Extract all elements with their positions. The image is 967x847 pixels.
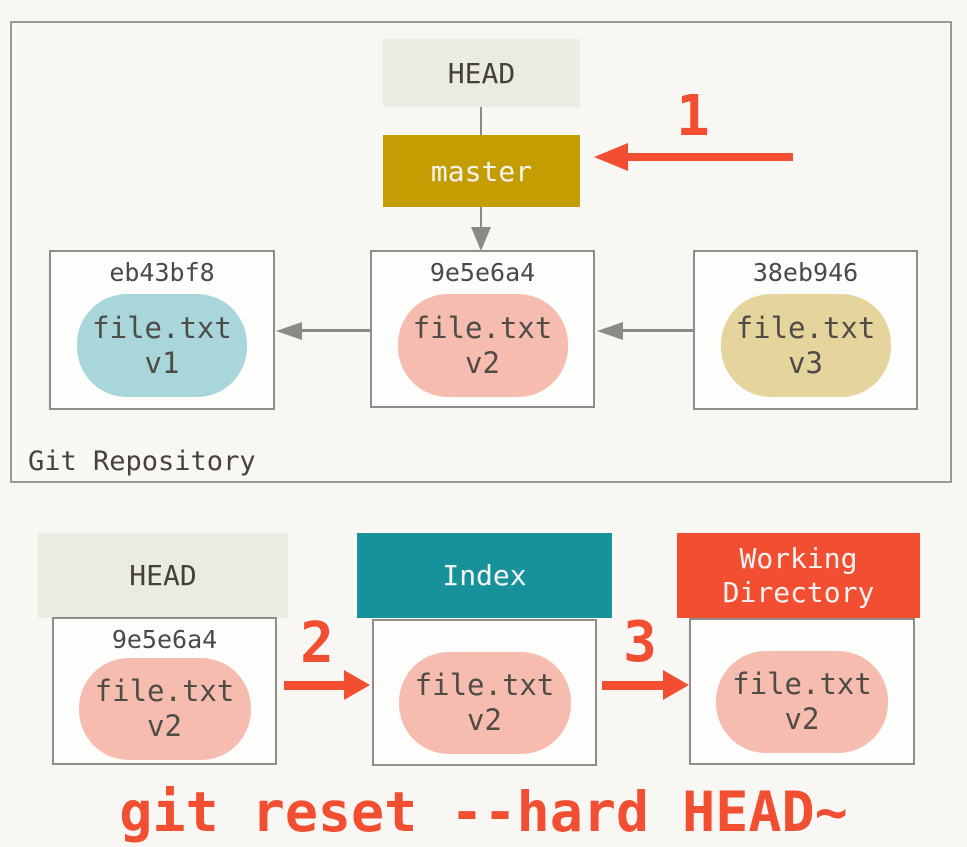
step-1-arrow-shaft — [628, 153, 793, 161]
master-to-commit-arrowhead-icon — [471, 227, 491, 251]
file-version: v1 — [144, 345, 180, 380]
step-2-number: 2 — [300, 611, 334, 676]
file-version: v2 — [147, 709, 182, 743]
master-to-commit-line — [480, 207, 482, 233]
head-commit-hash: 9e5e6a4 — [111, 625, 218, 654]
git-repository-box — [10, 21, 952, 483]
head-column-box: 9e5e6a4 file.txt v2 — [52, 617, 277, 765]
step-3-number: 3 — [623, 610, 657, 675]
file-name: file.txt — [92, 310, 232, 345]
file-version: v2 — [465, 345, 500, 380]
step-2-arrowhead-icon — [344, 670, 370, 700]
commit-hash: 38eb946 — [752, 258, 859, 287]
commit-parent-arrowhead-icon — [597, 322, 623, 340]
file-snapshot-v2: file.txt v2 — [397, 294, 568, 397]
working-directory-file-snapshot: file.txt v2 — [716, 651, 888, 753]
head-pointer-label: HEAD — [447, 56, 516, 90]
commit-hash: 9e5e6a4 — [429, 258, 536, 287]
file-snapshot-v3: file.txt v3 — [720, 294, 891, 397]
file-name: file.txt — [732, 667, 872, 701]
master-branch-label: master — [430, 154, 533, 188]
commit-eb43bf8-box: eb43bf8 file.txt v1 — [49, 250, 275, 410]
command-caption: git reset --hard HEAD~ — [119, 780, 848, 844]
head-column-header: HEAD — [38, 533, 288, 618]
index-file-snapshot: file.txt v2 — [398, 652, 571, 754]
step-3-arrowhead-icon — [663, 670, 689, 700]
index-column-label: Index — [442, 558, 527, 592]
file-version: v3 — [788, 345, 823, 380]
commit-parent-line — [300, 329, 370, 332]
file-version: v2 — [784, 702, 820, 736]
head-file-snapshot: file.txt v2 — [78, 658, 251, 760]
step-1-arrowhead-icon — [594, 143, 628, 171]
step-3-arrow-shaft — [602, 681, 664, 690]
git-repository-label: Git Repository — [28, 446, 256, 477]
file-snapshot-v1: file.txt v1 — [77, 294, 247, 397]
working-directory-column-box: file.txt v2 — [689, 618, 915, 765]
commit-9e5e6a4-box: 9e5e6a4 file.txt v2 — [370, 250, 595, 408]
commit-hash: eb43bf8 — [109, 258, 215, 287]
step-2-arrow-shaft — [284, 681, 345, 690]
master-branch-box: master — [383, 135, 580, 207]
head-pointer-box: HEAD — [383, 39, 580, 107]
index-column-box: file.txt v2 — [372, 619, 597, 766]
commit-38eb946-box: 38eb946 file.txt v3 — [693, 250, 918, 410]
file-name: file.txt — [414, 668, 555, 702]
file-name: file.txt — [412, 310, 553, 345]
working-directory-column-label: Working Directory — [722, 541, 875, 609]
head-column-label: HEAD — [129, 558, 197, 592]
file-name: file.txt — [735, 310, 876, 345]
head-to-master-line — [480, 107, 482, 135]
working-directory-column-header: Working Directory — [677, 533, 920, 618]
step-1-number: 1 — [676, 84, 710, 149]
file-name: file.txt — [94, 674, 235, 708]
file-version: v2 — [467, 703, 502, 737]
commit-parent-arrowhead-icon — [276, 322, 302, 340]
commit-parent-line — [617, 329, 693, 332]
index-column-header: Index — [357, 533, 612, 618]
